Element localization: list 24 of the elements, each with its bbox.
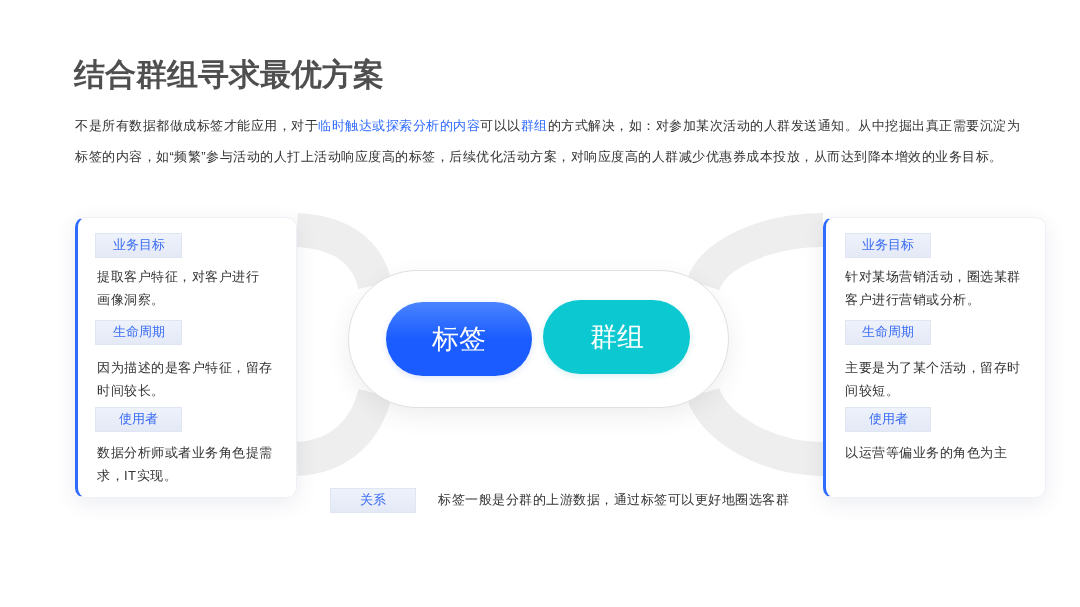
- connector-band: [687, 386, 824, 476]
- heading-tag: 使用者: [95, 407, 182, 432]
- concept-pill: 群组: [543, 300, 690, 374]
- body-text: 提取客户特征，对客户进行画像洞察。: [97, 268, 260, 309]
- body-text: 以运营等偏业务的角色为主: [845, 444, 1008, 462]
- heading-tag: 业务目标: [95, 233, 182, 258]
- heading-tag: 生命周期: [845, 320, 931, 345]
- intro-paragraph: 不是所有数据都做成标签才能应用，对于临时触达或探索分析的内容可以以群组的方式解决，如：对参加某次活动的人群发送通知。从中挖掘出真正需要沉淀为标签的内容，如“频繁”参与活动的人打上活动响应度高的标签，后续优化活动方案，对响应度高的人群减少优惠券成本投放，从而达到降本增效的业务目标。: [75, 117, 1021, 166]
- relation-text: 标签一般是分群的上游数据，通过标签可以更好地圈选客群: [438, 491, 790, 509]
- connector-band: [295, 213, 392, 290]
- body-text: 因为描述的是客户特征，留存时间较长。: [97, 359, 274, 400]
- info-card: [75, 217, 297, 498]
- info-card: [823, 217, 1046, 498]
- connector-band: [295, 388, 392, 476]
- body-text: 数据分析师或者业务角色提需求，IT实现。: [97, 444, 274, 485]
- heading-tag: 关系: [330, 488, 416, 513]
- heading-tag: 业务目标: [845, 233, 931, 258]
- body-text: 主要是为了某个活动，留存时间较短。: [845, 359, 1022, 400]
- body-text: 针对某场营销活动，圈选某群客户进行营销或分析。: [845, 268, 1022, 309]
- heading-tag: 使用者: [845, 407, 931, 432]
- connector-band: [687, 212, 824, 292]
- concept-pill: 标签: [386, 302, 532, 376]
- heading-tag: 生命周期: [95, 320, 182, 345]
- title: 结合群组寻求最优方案: [74, 56, 384, 94]
